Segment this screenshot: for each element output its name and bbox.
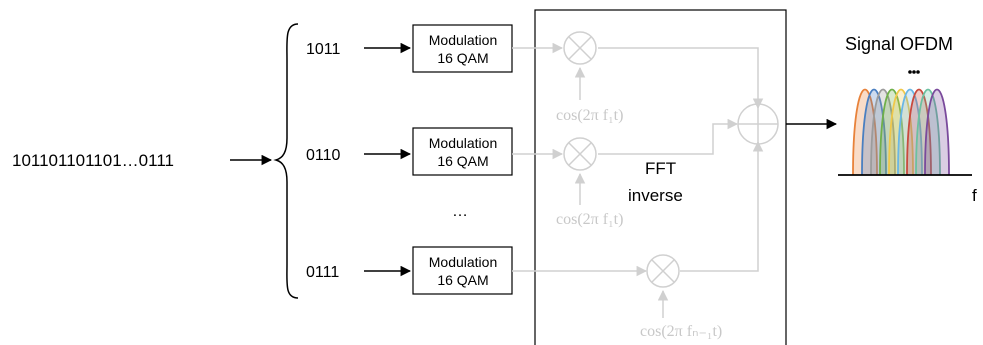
modulation-label-3: Modulation <box>429 254 498 270</box>
stream-bits-2: 0110 <box>306 147 341 164</box>
modulation-box-2 <box>412 127 513 176</box>
stream-bits-1: 1011 <box>306 41 341 58</box>
subcarrier-lobe <box>924 88 950 176</box>
ifft-internals <box>512 42 764 318</box>
ofdm-spectrum <box>852 70 950 176</box>
ifft-block <box>534 9 787 345</box>
modulation-label-2: Modulation <box>429 135 498 151</box>
output-title: Signal OFDM <box>845 34 953 54</box>
modulation-scheme-3: 16 QAM <box>437 272 488 288</box>
multiplier-icon <box>646 254 680 288</box>
input-bitstream: 101101101101…0111 <box>12 151 174 170</box>
stream-bits-3: 0111 <box>306 264 339 281</box>
carrier-label-2: cos(2π f₁t) <box>556 211 623 228</box>
streams-ellipsis: … <box>452 203 468 220</box>
modulation-scheme-2: 16 QAM <box>437 153 488 169</box>
fft-label-inverse: inverse <box>628 186 683 205</box>
carrier-label-3: cos(2π fₙ₋₁t) <box>640 323 722 340</box>
carrier-label-1: cos(2π f₁t) <box>556 107 623 124</box>
fft-label: FFT <box>645 159 676 178</box>
modulation-box-3 <box>412 246 513 295</box>
splitter-brace <box>273 23 299 299</box>
multiplier-icon <box>563 137 597 171</box>
adder-icon <box>737 103 779 145</box>
more-subcarriers-dot <box>912 70 916 74</box>
more-subcarriers-dot <box>908 70 912 74</box>
modulation-scheme-1: 16 QAM <box>437 50 488 66</box>
frequency-axis-label: f <box>972 186 977 205</box>
multiplier-icon <box>563 31 597 65</box>
subcarrier-lobe <box>915 88 941 176</box>
more-subcarriers-dot <box>916 70 920 74</box>
modulation-box-1 <box>412 24 513 73</box>
modulation-label-1: Modulation <box>429 32 498 48</box>
